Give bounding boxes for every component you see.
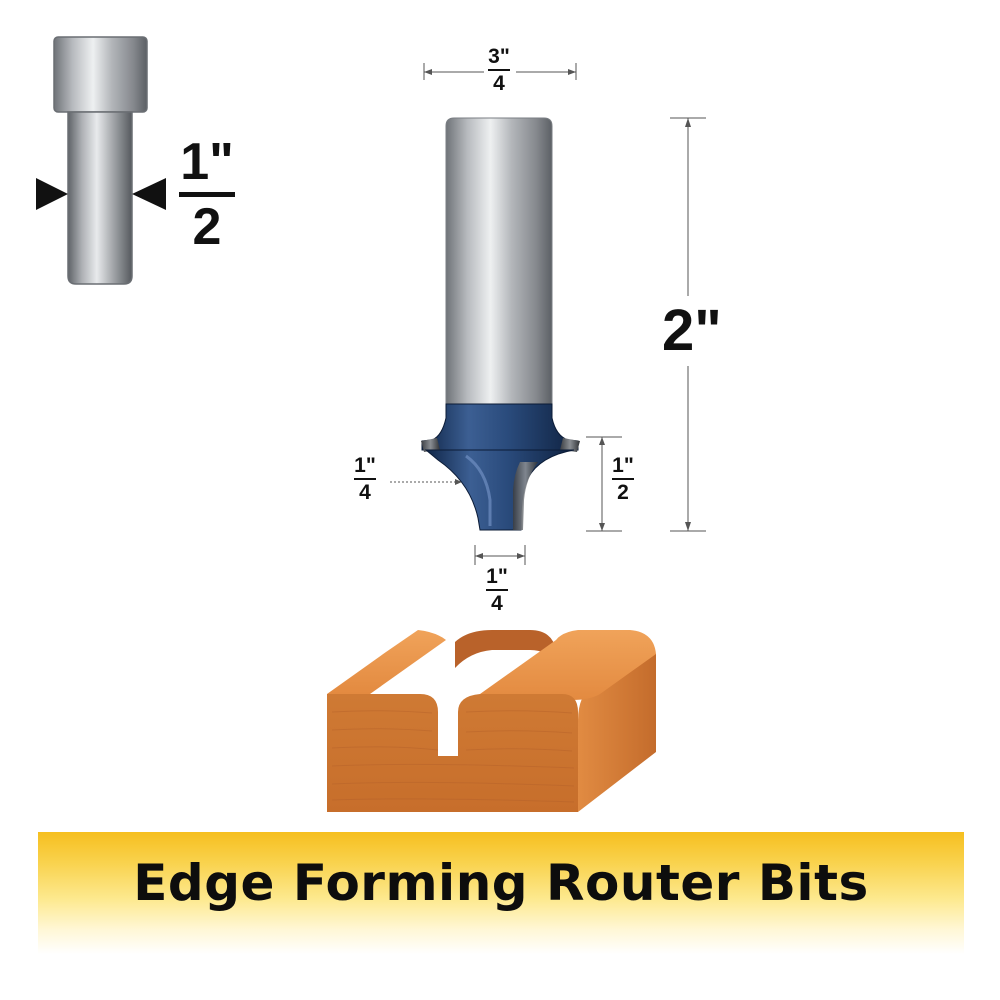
pilot-diameter-numerator: 1" [486,565,508,588]
banner-title: Edge Forming Router Bits [133,854,869,912]
radius-numerator: 1" [354,454,376,477]
cutting-length-label: 1" 2 [612,455,634,503]
cutting-length-numerator: 1" [612,454,634,477]
shank-diameter-numerator: 1" [180,133,234,191]
router-bit [421,117,580,531]
radius-label: 1" 4 [354,455,376,503]
wood-sample [327,630,656,812]
overall-length-label: 2" [662,296,722,366]
pilot-diameter-label: 1" 4 [486,566,508,614]
shank-diameter-label: 1" 2 [179,136,235,253]
category-banner: Edge Forming Router Bits [38,832,964,954]
cutting-diameter-denominator: 4 [493,72,505,95]
shank-icon [36,36,166,285]
shank-diameter-denominator: 2 [192,198,222,256]
fraction-bar [486,589,508,591]
pilot-diameter-denominator: 4 [491,592,503,615]
fraction-bar [179,192,235,197]
fraction-bar [612,478,634,480]
cutting-diameter-numerator: 3" [488,45,510,68]
right-arrow-icon [132,178,166,210]
fraction-bar [354,478,376,480]
cutting-diameter-label: 3" 4 [484,46,514,94]
fraction-bar [488,69,510,71]
radius-denominator: 4 [359,481,371,504]
cutting-length-denominator: 2 [617,481,629,504]
left-arrow-icon [36,178,68,210]
